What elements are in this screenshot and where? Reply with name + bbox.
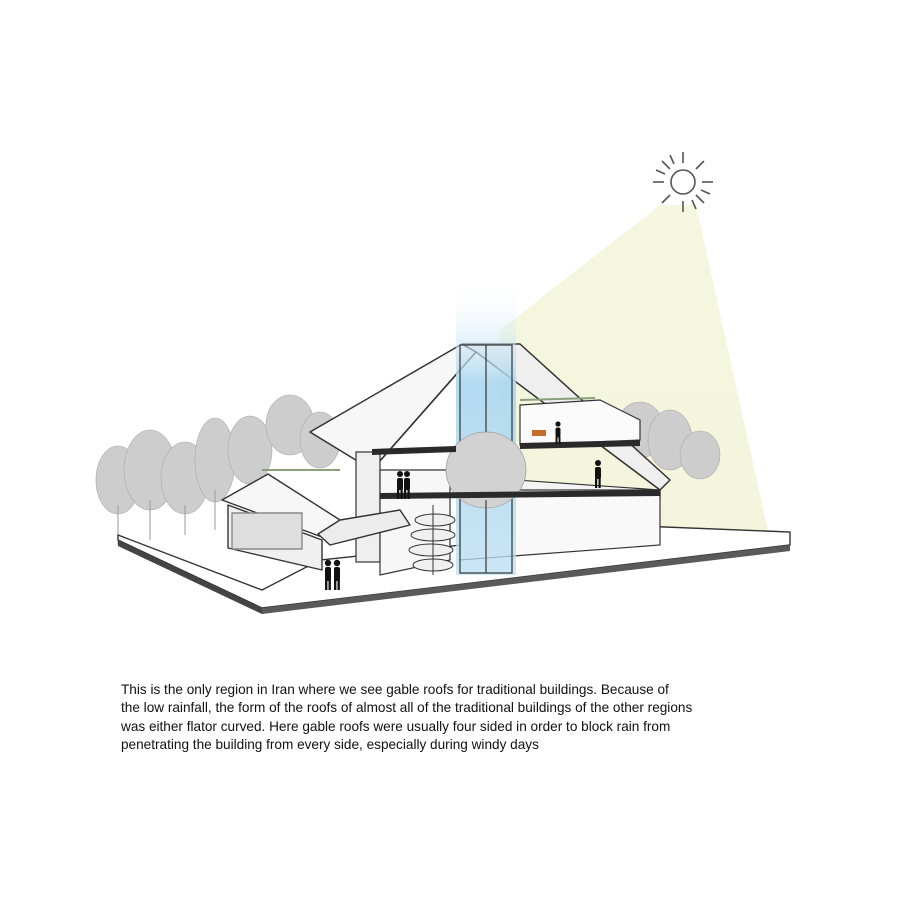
floor-slabs xyxy=(372,440,660,499)
green-roof-strips xyxy=(262,397,596,471)
caption-line: was either flator curved. Here gable roo… xyxy=(121,718,671,734)
caption-line: This is the only region in Iran where we… xyxy=(121,682,669,697)
caption-line: penetrating the building from every side… xyxy=(121,737,539,753)
left-wing xyxy=(221,473,411,571)
caption-paragraph: This is the only region in Iran where we… xyxy=(121,681,801,755)
caption-line: the low rainfall, the form of the roofs … xyxy=(121,700,693,716)
spiral-staircase-icon xyxy=(408,505,456,575)
ground-slab xyxy=(117,525,791,614)
furniture-detail xyxy=(532,430,546,436)
sun-icon xyxy=(653,152,713,212)
courtyard-tree xyxy=(445,431,527,570)
building-section-illustration xyxy=(95,152,791,614)
person-silhouette-icon xyxy=(324,421,601,590)
